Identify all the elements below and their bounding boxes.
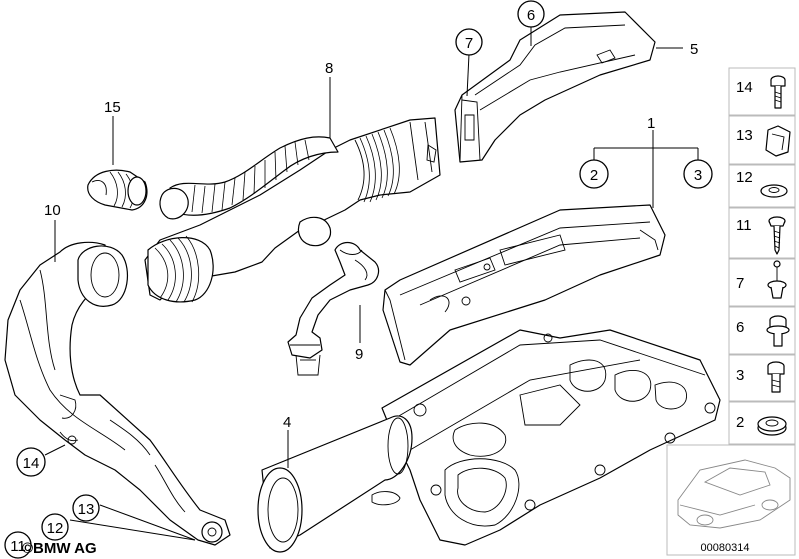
- grommet-icon: [757, 416, 787, 436]
- svg-text:9: 9: [355, 346, 363, 363]
- filter-element-part-4: [257, 415, 413, 553]
- panel-row: 11: [728, 207, 796, 259]
- svg-text:2: 2: [590, 167, 598, 184]
- breather-hose-part-9: [287, 241, 380, 376]
- callout-2: 2: [579, 159, 609, 189]
- svg-text:13: 13: [736, 127, 753, 144]
- screw-icon: [768, 216, 786, 255]
- svg-text:12: 12: [47, 520, 64, 537]
- svg-text:13: 13: [78, 501, 95, 518]
- svg-text:11: 11: [736, 217, 752, 234]
- svg-text:3: 3: [694, 167, 702, 184]
- svg-text:11: 11: [10, 538, 26, 555]
- collar-bolt-icon: [766, 315, 790, 347]
- diagram-number: 00080314: [701, 542, 750, 554]
- svg-text:7: 7: [736, 275, 744, 292]
- corrugated-tube: [159, 136, 339, 220]
- svg-text:10: 10: [44, 202, 61, 219]
- callout-13: 13: [72, 494, 100, 522]
- engine-cover-part-1: [382, 204, 666, 366]
- intake-bellows-part-8: [144, 117, 441, 303]
- svg-text:7: 7: [465, 35, 473, 52]
- callout-4: 4: [283, 414, 291, 431]
- panel-row: 7: [728, 258, 796, 307]
- svg-text:15: 15: [104, 99, 121, 116]
- intake-pipe-part-10: [4, 241, 231, 546]
- svg-text:1: 1: [647, 115, 655, 132]
- air-duct-part-5: [454, 11, 656, 163]
- svg-text:5: 5: [690, 41, 698, 58]
- callout-7: 7: [455, 28, 483, 56]
- panel-row: 14: [728, 67, 796, 116]
- svg-text:14: 14: [23, 455, 40, 472]
- callout-12: 12: [41, 513, 69, 541]
- callout-6: 6: [517, 0, 545, 28]
- push-rivet-icon: [767, 260, 787, 299]
- resonator-part-15: [87, 169, 148, 211]
- callout-9: 9: [355, 346, 363, 363]
- svg-text:3: 3: [736, 367, 744, 384]
- fastener-panel: 14 13 12 11: [728, 67, 796, 445]
- callout-14: 14: [16, 447, 46, 477]
- svg-text:8: 8: [325, 60, 333, 77]
- washer-icon: [760, 184, 788, 198]
- copyright-text: ©BMW AG: [22, 540, 97, 557]
- svg-text:4: 4: [283, 414, 291, 431]
- leader-lines: [44, 27, 699, 541]
- svg-text:2: 2: [736, 414, 744, 431]
- callout-8: 8: [325, 60, 333, 77]
- svg-text:6: 6: [736, 319, 744, 336]
- svg-text:12: 12: [736, 169, 753, 186]
- bolt-icon: [770, 75, 786, 109]
- callout-3: 3: [683, 159, 713, 189]
- valve-cover-illustration: [371, 329, 721, 546]
- svg-text:14: 14: [736, 79, 753, 96]
- panel-row: 3: [728, 354, 796, 402]
- panel-row: 13: [728, 115, 796, 165]
- panel-row: 12: [728, 164, 796, 208]
- panel-row: 6: [728, 306, 796, 355]
- panel-row: 2: [728, 401, 796, 445]
- callout-10: 10: [44, 202, 61, 219]
- callout-5: 5: [690, 41, 698, 58]
- vehicle-thumbnail: 00080314: [666, 444, 796, 556]
- callout-1: 1: [647, 115, 655, 132]
- clip-nut-icon: [765, 125, 791, 157]
- callout-11: 11: [4, 531, 32, 559]
- car-icon: [677, 459, 791, 529]
- svg-text:6: 6: [527, 7, 535, 24]
- hex-bolt-icon: [767, 361, 785, 393]
- callout-15: 15: [104, 99, 121, 116]
